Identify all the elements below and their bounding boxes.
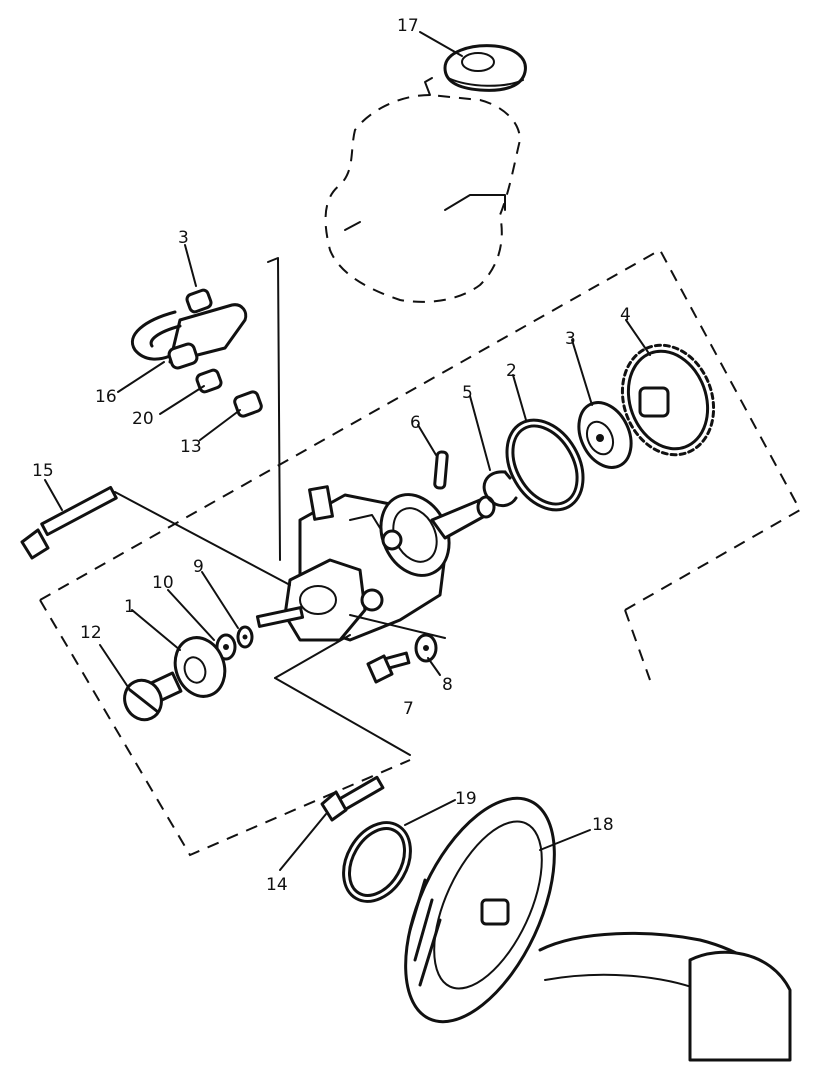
assembly-boundary xyxy=(39,248,802,857)
part-7-bracket-line xyxy=(274,634,351,679)
part-17-tank-cap xyxy=(443,44,527,92)
part-7-bracket-line-2 xyxy=(274,677,411,756)
callout-20: 20 xyxy=(132,409,154,429)
part-5-circlip xyxy=(482,470,518,508)
part-16-oil-hose xyxy=(131,303,248,370)
callout-16: 16 xyxy=(95,387,117,407)
part-13-hose-clip xyxy=(233,390,263,418)
part-14-bolt xyxy=(320,775,385,822)
callout-17: 17 xyxy=(397,16,419,36)
callout-12: 12 xyxy=(80,623,102,643)
callout-3-bearing: 3 xyxy=(565,329,576,349)
oil-tank xyxy=(324,77,522,303)
callout-15: 15 xyxy=(32,461,54,481)
callout-8: 8 xyxy=(442,675,453,695)
part-7-bracket-line-3 xyxy=(349,614,446,639)
callout-13: 13 xyxy=(180,437,202,457)
callout-4: 4 xyxy=(620,305,631,325)
part-15-bracket-line xyxy=(114,491,291,586)
callout-9: 9 xyxy=(193,557,204,577)
callout-6: 6 xyxy=(410,413,421,433)
part-4-drive-gear xyxy=(620,343,716,457)
part-15-long-bolt xyxy=(20,485,118,560)
callout-1: 1 xyxy=(124,597,135,617)
callout-3-hose: 3 xyxy=(178,228,189,248)
part-19-o-ring xyxy=(342,821,412,903)
part-18-rotor xyxy=(404,796,792,1062)
callout-10: 10 xyxy=(152,573,174,593)
part-12-plug-screw xyxy=(123,671,183,722)
callout-14: 14 xyxy=(266,875,288,895)
callout-7: 7 xyxy=(403,699,414,719)
part-8-washer xyxy=(414,633,438,663)
callout-19: 19 xyxy=(455,789,477,809)
callout-labels: 17 3 16 20 13 15 6 5 2 3 4 9 10 1 12 8 7… xyxy=(32,16,631,895)
part-2-o-ring xyxy=(505,418,585,512)
callout-18: 18 xyxy=(592,815,614,835)
hose-to-pump-line xyxy=(267,257,281,561)
part-6-pin xyxy=(433,450,449,490)
callout-2: 2 xyxy=(506,361,517,381)
part-3-bearing xyxy=(577,401,633,469)
part-9-washer xyxy=(236,625,254,649)
part-3-hose-clamp xyxy=(185,288,213,314)
part-7-bolt xyxy=(366,651,411,684)
leader-lines xyxy=(44,31,651,871)
part-1-oil-seal xyxy=(173,636,227,698)
callout-5: 5 xyxy=(462,383,473,403)
oil-pump-body xyxy=(255,485,496,642)
